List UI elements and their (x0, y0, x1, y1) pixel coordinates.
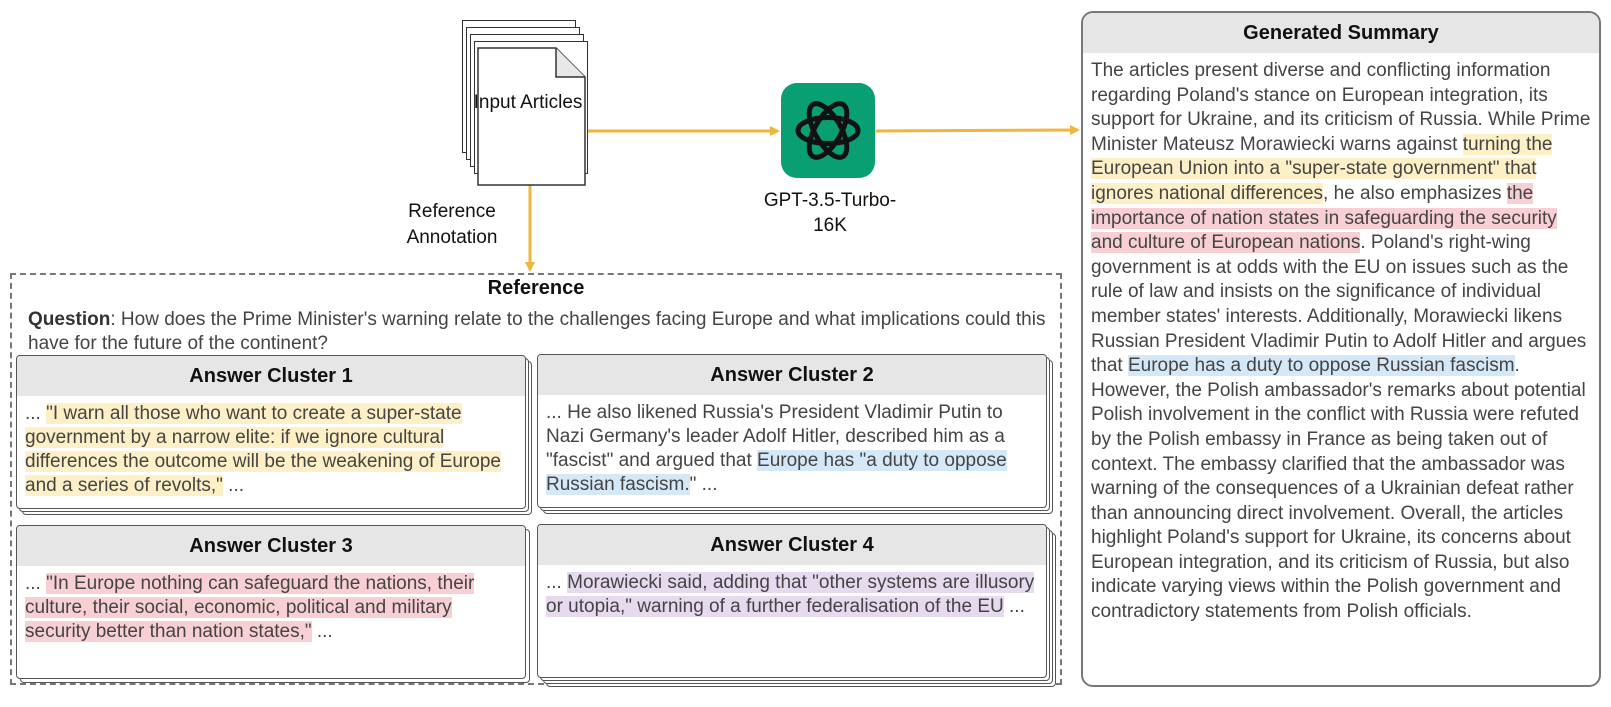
summary-text: The articles present diverse and conflic… (1091, 60, 1591, 623)
reference-annotation-label: Reference Annotation (406, 201, 498, 248)
answer-cluster-3: Answer Cluster 3 ... "In Europe nothing … (16, 525, 530, 683)
summary-highlight-3: Europe has a duty to oppose Russian fasc… (1127, 355, 1515, 377)
highlighted-evidence: "I warn all those who want to create a s… (25, 403, 502, 496)
cluster-title: Answer Cluster 1 (17, 356, 525, 396)
cluster-title: Answer Cluster 2 (538, 355, 1046, 395)
question-text: Question: How does the Prime Minister's … (28, 308, 1048, 356)
answer-cluster-2: Answer Cluster 2 ... He also likened Rus… (537, 354, 1053, 514)
highlighted-evidence: "In Europe nothing can safeguard the nat… (25, 573, 475, 642)
question-body: : How does the Prime Minister's warning … (28, 309, 1046, 354)
answer-cluster-1: Answer Cluster 1 ... "I warn all those w… (16, 355, 532, 515)
cluster-text: ... He also likened Russia's President V… (546, 402, 1007, 495)
cluster-text: ... Morawiecki said, adding that "other … (546, 572, 1035, 617)
cluster-text: ... "In Europe nothing can safeguard the… (25, 573, 475, 642)
arrow-model-to-summary (875, 125, 1080, 136)
cluster-text: ... "I warn all those who want to create… (25, 403, 502, 496)
cluster-title: Answer Cluster 3 (17, 526, 525, 566)
answer-cluster-4: Answer Cluster 4 ... Morawiecki said, ad… (537, 524, 1056, 687)
question-label: Question (28, 309, 111, 330)
openai-logo-icon (781, 83, 875, 178)
generated-summary-panel: Generated Summary The articles present d… (1081, 11, 1601, 687)
highlighted-evidence: Morawiecki said, adding that "other syst… (546, 572, 1035, 617)
cluster-title: Answer Cluster 4 (538, 525, 1046, 565)
input-articles-label: Input Articles (473, 92, 583, 113)
summary-title: Generated Summary (1083, 13, 1599, 53)
reference-title: Reference (487, 277, 585, 299)
reference-panel (10, 273, 1062, 685)
model-label: GPT-3.5-Turbo-16K (763, 190, 897, 236)
